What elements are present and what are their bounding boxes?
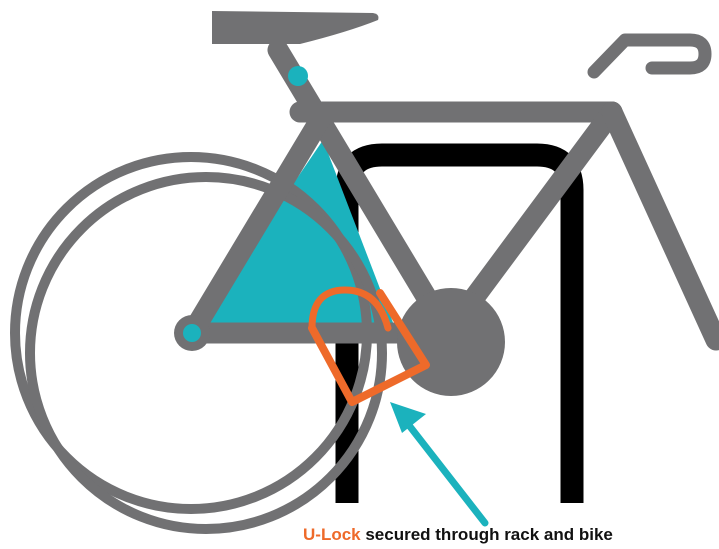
pointer-arrow xyxy=(390,402,485,523)
caption-text: secured through rack and bike xyxy=(361,525,613,544)
diagram-caption: U-Lock secured through rack and bike xyxy=(303,524,713,548)
caption-highlight: U-Lock xyxy=(303,525,361,544)
fork xyxy=(612,112,716,340)
arrow-shaft xyxy=(408,424,485,523)
rear-hub-center xyxy=(183,324,201,342)
handlebar xyxy=(594,40,705,72)
saddle xyxy=(212,11,378,44)
seat-post-dot xyxy=(288,66,308,86)
